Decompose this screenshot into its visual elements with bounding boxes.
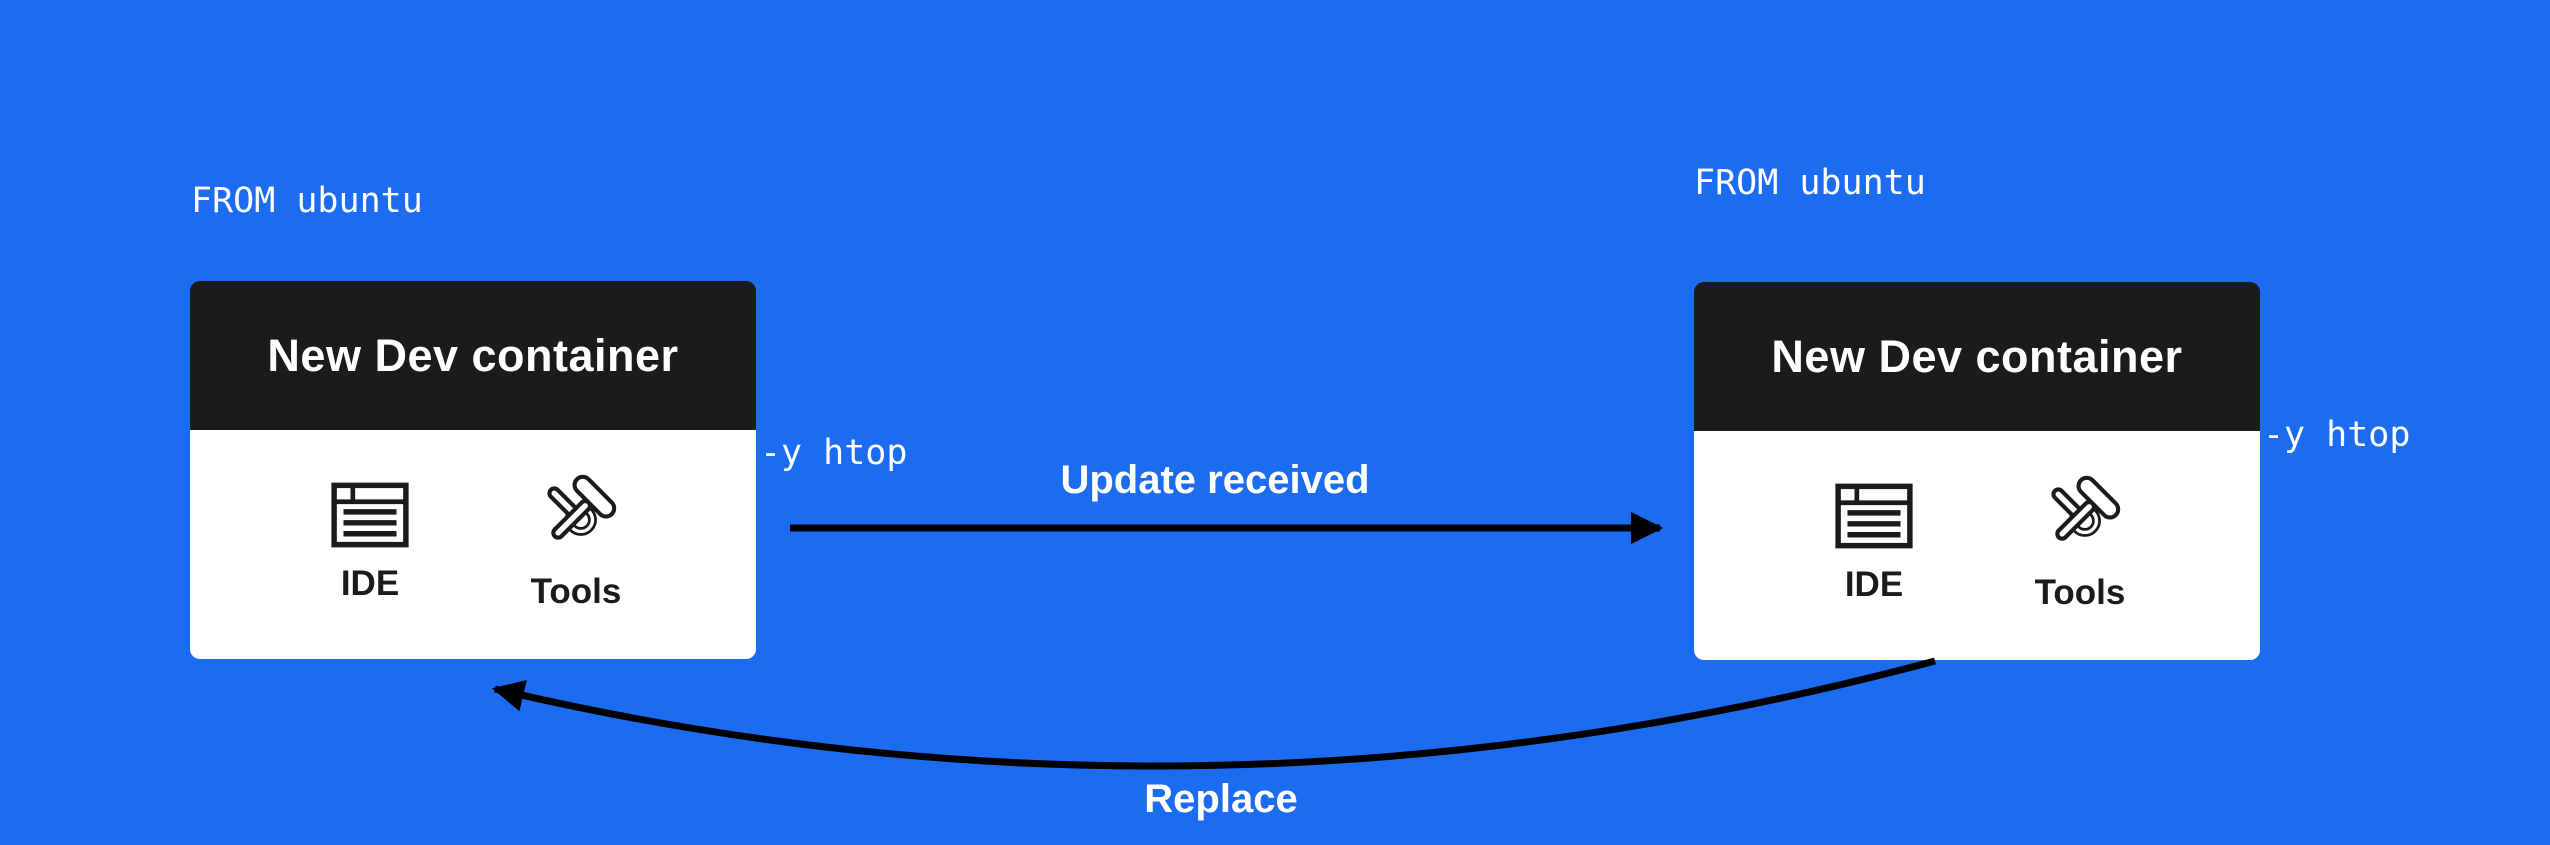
ide-window-icon bbox=[331, 482, 409, 547]
dev-container-body: IDE Tools bbox=[190, 430, 756, 659]
dev-container-title: New Dev container bbox=[267, 329, 679, 381]
dev-container-title: New Dev container bbox=[1771, 330, 2183, 382]
dev-container-box-left: New Dev container IDE bbox=[190, 281, 756, 659]
hammer-wrench-icon bbox=[2051, 475, 2121, 541]
code-line: FROM ubuntu bbox=[191, 181, 423, 221]
code-line: FROM ubuntu bbox=[1694, 163, 1926, 203]
ide-item: IDE bbox=[1819, 483, 1929, 605]
ide-label: IDE bbox=[1844, 564, 1904, 604]
tools-item: Tools bbox=[521, 474, 631, 612]
tools-label: Tools bbox=[530, 571, 622, 611]
ide-window-icon bbox=[1835, 483, 1913, 548]
dev-container-body: IDE Tools bbox=[1694, 431, 2260, 660]
tools-label: Tools bbox=[2034, 572, 2126, 612]
hammer-wrench-icon bbox=[547, 474, 617, 540]
dev-container-header: New Dev container bbox=[1694, 282, 2260, 431]
dev-container-box-right: New Dev container IDE bbox=[1694, 282, 2260, 660]
tools-item: Tools bbox=[2025, 475, 2135, 613]
replace-arrow bbox=[491, 657, 1936, 770]
ide-item: IDE bbox=[315, 482, 425, 604]
ide-label: IDE bbox=[340, 563, 400, 603]
dev-container-header: New Dev container bbox=[190, 281, 756, 430]
replace-label: Replace bbox=[1144, 777, 1298, 821]
update-received-label: Update received bbox=[1060, 458, 1370, 502]
